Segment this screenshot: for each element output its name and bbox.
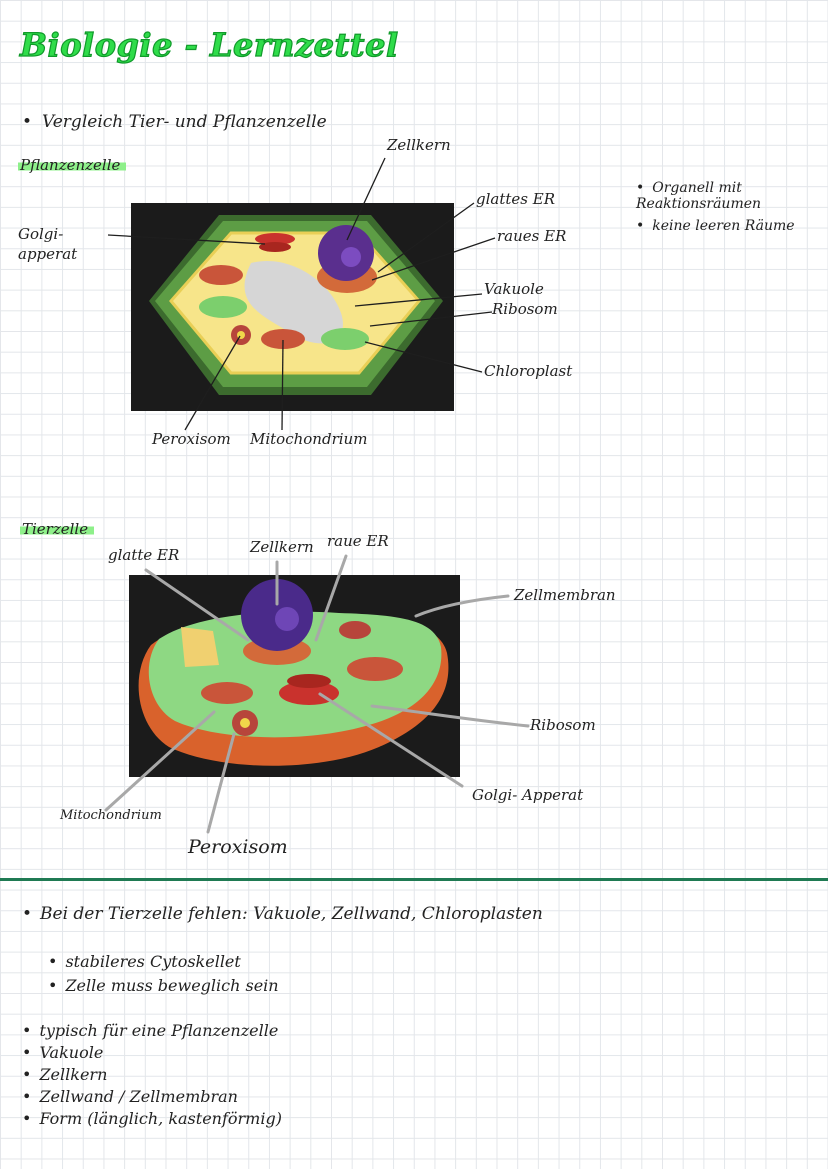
summary-missing: •Bei der Tierzelle fehlen: Vakuole, Zell… (22, 904, 543, 924)
animal-label-ribosom: Ribosom (530, 716, 596, 734)
intro-bullet-text: Vergleich Tier- und Pflanzenzelle (42, 112, 327, 132)
animal-label-zellkern: Zellkern (250, 538, 314, 556)
typical-item: Vakuole (22, 1042, 282, 1064)
plant-side-notes: Organell mit Reaktionsräumen keine leere… (636, 180, 821, 234)
page-title: Biologie - Lernzettel (19, 25, 399, 64)
side-note-item: Organell mit Reaktionsräumen (636, 180, 821, 212)
typical-heading: typisch für eine Pflanzenzelle (22, 1020, 282, 1042)
summary-sub-points: stabileres Cytoskellet Zelle muss bewegl… (48, 950, 279, 998)
plant-label-ribosom: Ribosom (492, 300, 558, 318)
animal-cell-heading: Tierzelle (20, 520, 95, 538)
plant-label-zellkern: Zellkern (387, 136, 451, 154)
summary-typical-list: typisch für eine Pflanzenzelle Vakuole Z… (22, 1020, 282, 1130)
sub-point-item: Zelle muss beweglich sein (48, 974, 278, 998)
typical-item: Form (länglich, kastenförmig) (22, 1108, 282, 1130)
plant-cell-diagram (131, 203, 454, 411)
animal-label-zellmembran: Zellmembran (514, 586, 616, 604)
summary-missing-text: Bei der Tierzelle fehlen: Vakuole, Zellw… (40, 904, 543, 924)
side-note-item: keine leeren Räume (636, 218, 821, 234)
intro-bullet: •Vergleich Tier- und Pflanzenzelle (22, 112, 327, 132)
plant-label-raues-er: raues ER (497, 227, 567, 245)
plant-cell-heading-text: Pflanzenzelle (18, 156, 127, 174)
typical-item: Zellkern (22, 1064, 282, 1086)
animal-cell-heading-text: Tierzelle (20, 520, 95, 538)
section-divider (0, 878, 828, 881)
plant-label-glattes-er: glattes ER (476, 190, 555, 208)
plant-label-vakuole: Vakuole (484, 280, 544, 298)
animal-label-glatte-er: glatte ER (108, 546, 180, 564)
animal-label-peroxisom: Peroxisom (188, 836, 288, 858)
animal-label-mitochondrium: Mitochondrium (60, 808, 162, 823)
plant-cell-heading: Pflanzenzelle (18, 156, 127, 174)
plant-label-mitochondrium: Mitochondrium (250, 430, 368, 448)
plant-label-chloroplast: Chloroplast (484, 362, 573, 380)
plant-label-golgi: Golgi- apperat (18, 225, 78, 263)
typical-item: Zellwand / Zellmembran (22, 1086, 282, 1108)
animal-cell-diagram (129, 575, 460, 777)
animal-label-raue-er: raue ER (327, 532, 389, 550)
animal-label-golgi: Golgi- Apperat (472, 786, 584, 804)
plant-cell-illustration (149, 215, 443, 395)
sub-point-item: stabileres Cytoskellet (48, 950, 279, 974)
animal-cell-illustration (138, 579, 449, 766)
plant-label-peroxisom: Peroxisom (152, 430, 231, 448)
